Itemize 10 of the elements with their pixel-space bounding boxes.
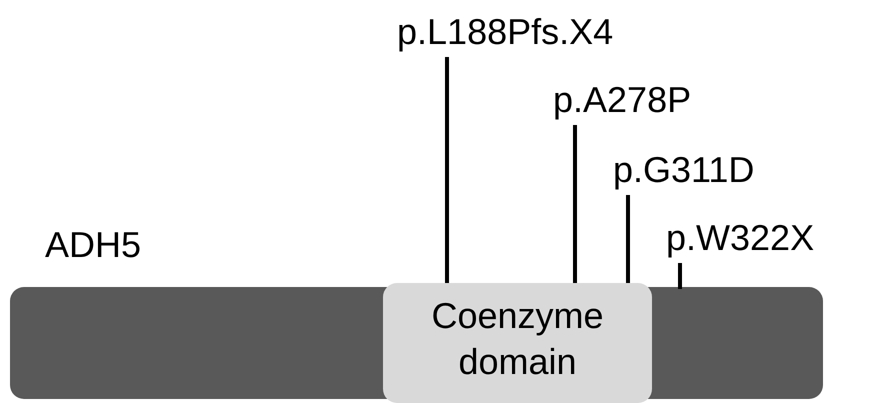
leader-line [678, 263, 682, 289]
leader-line [445, 57, 449, 285]
mutation-label: p.L188Pfs.X4 [397, 12, 614, 52]
mutation-label: p.A278P [553, 80, 692, 120]
protein-name: ADH5 [45, 225, 142, 265]
leader-line [626, 195, 630, 285]
leader-line [573, 125, 577, 285]
mutation-label: p.G311D [613, 150, 754, 190]
mutation-label: p.W322X [666, 218, 814, 258]
domain-box: Coenzyme domain [383, 283, 652, 403]
